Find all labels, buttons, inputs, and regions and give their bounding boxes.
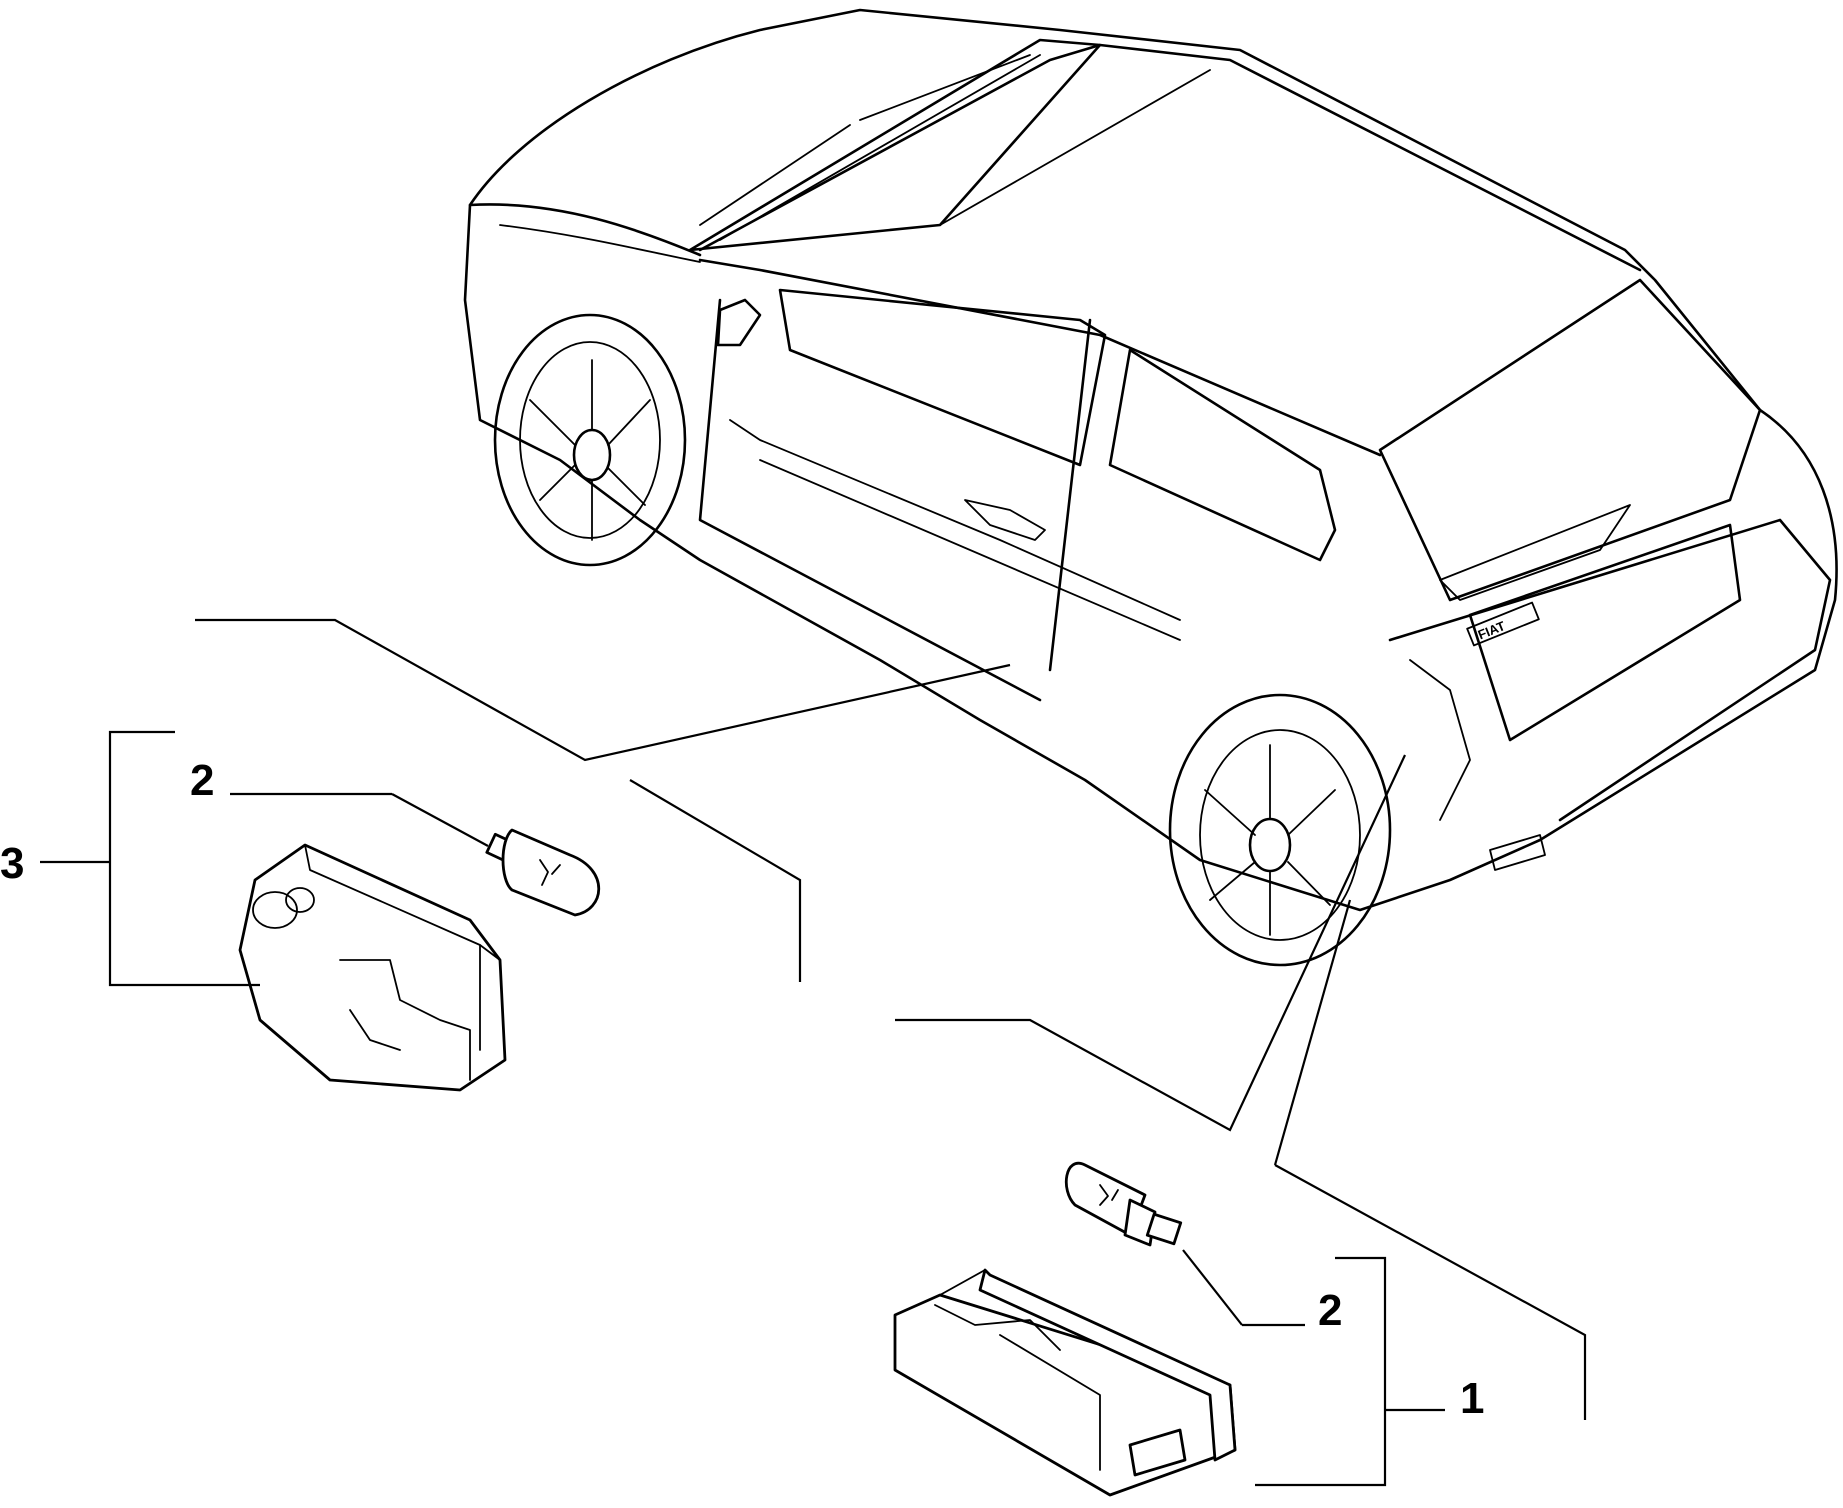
front-wheel xyxy=(493,313,687,567)
car-illustration: FIAT xyxy=(463,8,1838,967)
leader-lines xyxy=(195,618,1587,1420)
callout-item-3: 3 xyxy=(0,839,24,888)
right-bulb xyxy=(1065,1161,1183,1247)
bracket-item-3 xyxy=(108,730,260,987)
callout-item-1: 1 xyxy=(1460,1374,1484,1423)
leader-item-2-right xyxy=(1182,1249,1243,1326)
left-bulb xyxy=(485,828,600,917)
bracket-item-1 xyxy=(1255,1256,1387,1487)
right-courtesy-lamp-housing xyxy=(893,1268,1237,1497)
left-courtesy-lamp-housing xyxy=(238,843,507,1092)
rear-wheel xyxy=(1168,693,1392,967)
callout-item-2-left: 2 xyxy=(190,756,214,805)
callout-item-2-right: 2 xyxy=(1318,1286,1342,1335)
